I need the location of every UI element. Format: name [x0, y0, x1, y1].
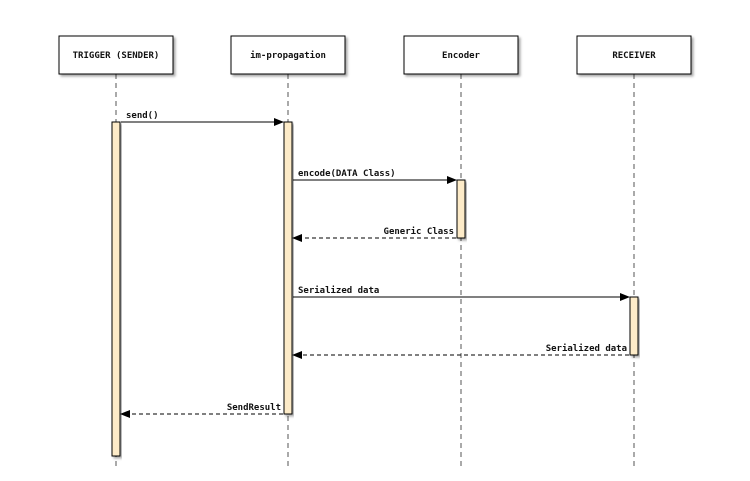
participant-trigger: TRIGGER (SENDER)	[58, 35, 174, 75]
participant-receiver: RECEIVER	[576, 35, 692, 75]
participant-label: Encoder	[442, 51, 481, 61]
message-send-result: SendResult	[120, 403, 283, 418]
activation-im-propagation	[283, 121, 293, 415]
message-label: Generic Class	[384, 226, 454, 237]
message-label: Serialized data	[298, 285, 379, 296]
participant-label: RECEIVER	[612, 51, 656, 61]
activations	[111, 121, 639, 457]
lifelines	[115, 74, 635, 468]
message-label: send()	[126, 111, 159, 121]
message-label: encode(DATA Class)	[298, 169, 396, 179]
message-generic-class: Generic Class	[292, 226, 456, 242]
participant-im-propagation: im-propagation	[230, 35, 346, 75]
message-label: Serialized data	[546, 343, 627, 354]
message-label: SendResult	[227, 403, 281, 413]
participant-label: im-propagation	[250, 50, 326, 61]
message-serialized-data-request: Serialized data	[293, 285, 630, 301]
activation-encoder	[456, 179, 466, 239]
message-send: send()	[121, 111, 284, 126]
activation-receiver	[629, 296, 639, 356]
message-serialized-data-response: Serialized data	[292, 343, 629, 359]
participant-label: TRIGGER (SENDER)	[73, 51, 160, 61]
message-encode: encode(DATA Class)	[293, 169, 457, 184]
activation-trigger	[111, 121, 121, 457]
participant-encoder: Encoder	[403, 35, 519, 75]
